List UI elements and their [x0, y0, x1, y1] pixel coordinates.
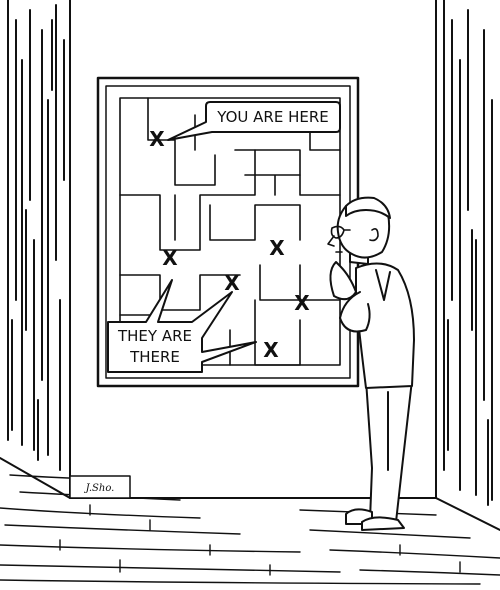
- artist-signature: J.Sho.: [84, 483, 115, 494]
- floor: [0, 474, 500, 585]
- signature-plate: [69, 475, 131, 499]
- man-figure: [327, 196, 415, 531]
- callout-you-are-here: [167, 101, 341, 141]
- right-wall: [435, 0, 500, 531]
- marker-x-4: X: [294, 291, 310, 315]
- marker-x-5: X: [263, 338, 279, 362]
- marker-x-1: X: [162, 246, 178, 270]
- callout-they-are-there: [107, 279, 257, 373]
- callout-here-text: YOU ARE HERE: [216, 108, 328, 126]
- callout-there-text-line2: THERE: [129, 348, 180, 366]
- marker-x-2: X: [269, 236, 285, 260]
- marker-x-3: X: [224, 271, 240, 295]
- left-wall: [0, 0, 71, 499]
- callout-there-text-line1: THEY ARE: [117, 327, 192, 345]
- marker-x-here: X: [149, 127, 165, 151]
